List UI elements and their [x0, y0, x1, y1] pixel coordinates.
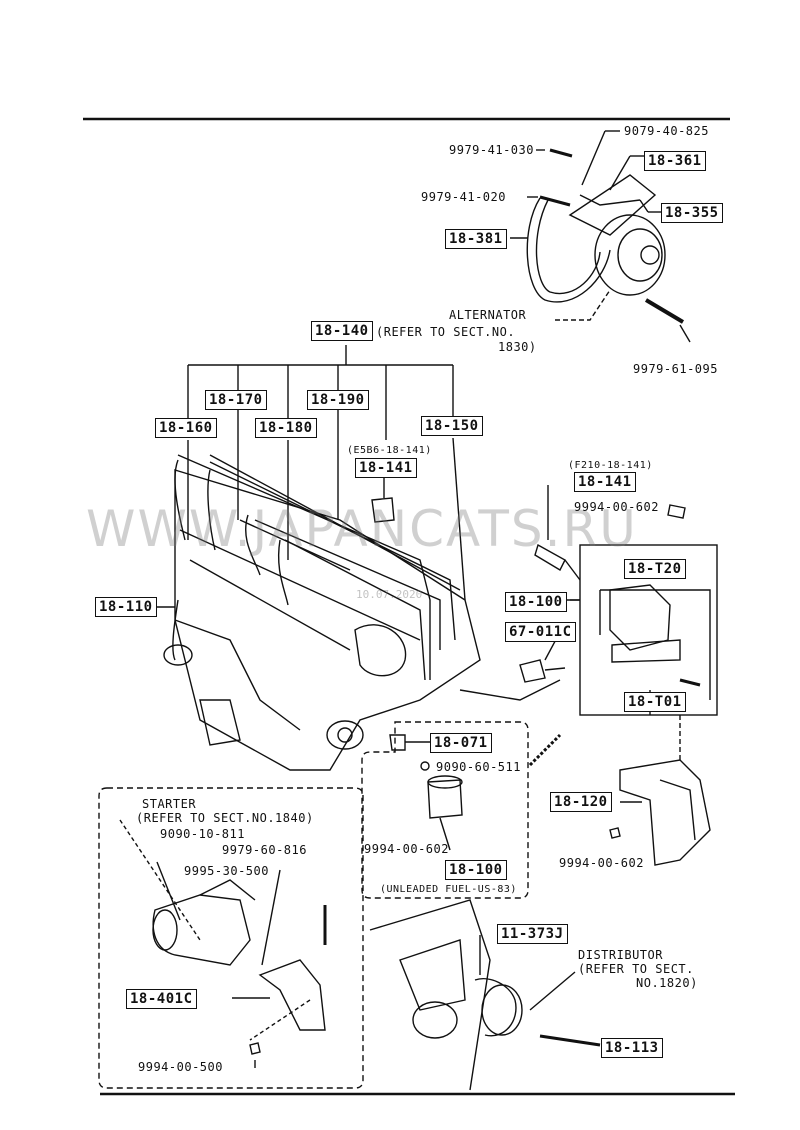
callout-18-110[interactable]: 18-110 [95, 597, 157, 617]
watermark: WWW.JAPANCATS.RU [86, 500, 638, 558]
note-alternator-sect: 1830) [498, 340, 537, 354]
callout-18-361[interactable]: 18-361 [644, 151, 706, 171]
part-9994-00-602-top[interactable]: 9994-00-602 [574, 500, 659, 514]
part-9090-60-511[interactable]: 9090-60-511 [436, 760, 521, 774]
note-distributor-sect: NO.1820) [636, 976, 698, 990]
note-starter: STARTER [142, 797, 197, 811]
callout-18-T20[interactable]: 18-T20 [624, 559, 686, 579]
callout-18-381[interactable]: 18-381 [445, 229, 507, 249]
part-9994-00-602-bracket[interactable]: 9994-00-602 [559, 856, 644, 870]
callout-18-113[interactable]: 18-113 [601, 1038, 663, 1058]
part-9979-41-020[interactable]: 9979-41-020 [421, 190, 506, 204]
part-9994-00-500[interactable]: 9994-00-500 [138, 1060, 223, 1074]
part-9090-10-811[interactable]: 9090-10-811 [160, 827, 245, 841]
callout-18-120[interactable]: 18-120 [550, 792, 612, 812]
part-9979-41-030[interactable]: 9979-41-030 [449, 143, 534, 157]
callout-18-141-f210[interactable]: 18-141 [574, 472, 636, 492]
callout-18-150[interactable]: 18-150 [421, 416, 483, 436]
note-distributor-ref: (REFER TO SECT. [578, 962, 694, 976]
callout-18-100-unleaded[interactable]: 18-100 [445, 860, 507, 880]
callout-11-373J[interactable]: 11-373J [497, 924, 568, 944]
part-9979-60-816[interactable]: 9979-60-816 [222, 843, 307, 857]
callout-18-160[interactable]: 18-160 [155, 418, 217, 438]
callout-18-T01[interactable]: 18-T01 [624, 692, 686, 712]
callout-67-011C[interactable]: 67-011C [505, 622, 576, 642]
callout-18-355[interactable]: 18-355 [661, 203, 723, 223]
part-9079-40-825[interactable]: 9079-40-825 [624, 124, 709, 138]
part-9979-61-095[interactable]: 9979-61-095 [633, 362, 718, 376]
callout-18-190[interactable]: 18-190 [307, 390, 369, 410]
callout-18-180[interactable]: 18-180 [255, 418, 317, 438]
note-alternator: ALTERNATOR [449, 308, 527, 322]
part-9994-00-602-fuel[interactable]: 9994-00-602 [364, 842, 449, 856]
watermark-date: 10.07.2020 [356, 588, 423, 601]
callout-18-170[interactable]: 18-170 [205, 390, 267, 410]
callout-18-071[interactable]: 18-071 [430, 733, 492, 753]
callout-18-141-e5b6[interactable]: 18-141 [355, 458, 417, 478]
callout-18-140[interactable]: 18-140 [311, 321, 373, 341]
part-9995-30-500[interactable]: 9995-30-500 [184, 864, 269, 878]
note-e5b6: (E5B6-18-141) [347, 445, 432, 456]
note-alternator-ref: (REFER TO SECT.NO. [376, 325, 516, 339]
note-f210: (F210-18-141) [568, 460, 653, 471]
note-starter-ref: (REFER TO SECT.NO.1840) [136, 811, 314, 825]
note-unleaded: (UNLEADED FUEL-US-83) [380, 884, 517, 895]
note-distributor: DISTRIBUTOR [578, 948, 663, 962]
callout-18-401C[interactable]: 18-401C [126, 989, 197, 1009]
callout-18-100[interactable]: 18-100 [505, 592, 567, 612]
